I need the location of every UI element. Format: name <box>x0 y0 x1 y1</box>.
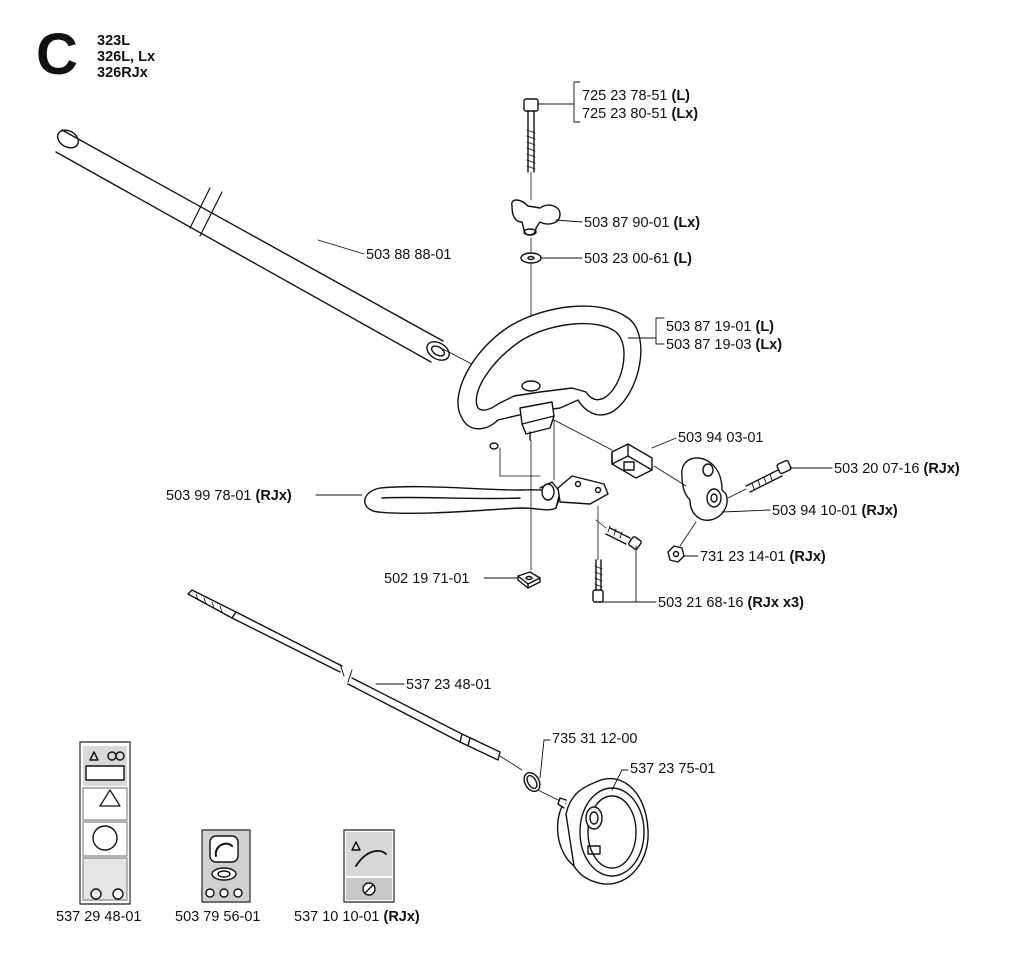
clamp-drawing <box>611 443 653 479</box>
clutch-drum-drawing <box>556 777 649 885</box>
label-clamp[interactable]: 503 94 03-01 <box>678 430 764 446</box>
bracket-right-drawing <box>653 457 728 521</box>
bolt-drawing <box>523 98 539 201</box>
label-square-nut[interactable]: 502 19 71-01 <box>384 571 470 587</box>
label-shaft-tube[interactable]: 503 88 88-01 <box>366 247 452 263</box>
label-o-ring[interactable]: 735 31 12-00 <box>552 731 638 747</box>
decal-medium-drawing <box>201 829 251 903</box>
label-loop-handle-l[interactable]: 503 87 19-01 (L) <box>666 319 775 335</box>
label-nut[interactable]: 731 23 14-01 (RJx) <box>700 549 826 565</box>
model-list: 323L 326L, Lx 326RJx <box>97 33 155 81</box>
loop-handle-drawing <box>457 305 642 451</box>
label-screw-right[interactable]: 503 20 07-16 (RJx) <box>834 461 960 477</box>
label-clutch-drum[interactable]: 537 23 75-01 <box>630 761 716 777</box>
label-decal-medium[interactable]: 503 79 56-01 <box>175 909 261 925</box>
model-item: 326L, Lx <box>97 49 156 65</box>
label-drive-shaft[interactable]: 537 23 48-01 <box>406 677 492 693</box>
model-item: 326RJx <box>97 65 148 81</box>
decal-small-drawing <box>343 829 395 903</box>
label-bolt-l[interactable]: 725 23 78-51 (L) <box>582 88 691 104</box>
label-bracket-right[interactable]: 503 94 10-01 (RJx) <box>772 503 898 519</box>
label-bolt-lx[interactable]: 725 23 80-51 (Lx) <box>582 106 699 122</box>
label-decal-small[interactable]: 537 10 10-01 (RJx) <box>294 909 420 925</box>
label-washer[interactable]: 503 23 00-61 (L) <box>584 251 693 267</box>
label-decal-large[interactable]: 537 29 48-01 <box>56 909 142 925</box>
bar-handle-drawing <box>364 419 609 515</box>
shaft-tube-drawing <box>55 129 511 385</box>
screw-right-drawing <box>727 459 792 499</box>
wing-knob-drawing <box>511 199 561 253</box>
section-letter: C <box>36 22 78 87</box>
decal-large-drawing <box>79 741 131 905</box>
drive-shaft-drawing <box>187 589 523 771</box>
leader-lines <box>315 81 833 791</box>
model-item: 323L <box>97 33 131 49</box>
square-nut-drawing <box>517 439 541 589</box>
label-loop-handle-lx[interactable]: 503 87 19-03 (Lx) <box>666 337 783 353</box>
label-wing-knob[interactable]: 503 87 90-01 (Lx) <box>584 215 701 231</box>
label-bar-handle[interactable]: 503 99 78-01 (RJx) <box>166 488 292 504</box>
label-screws-x3[interactable]: 503 21 68-16 (RJx x3) <box>658 595 804 611</box>
screw-vertical-drawing <box>592 505 604 603</box>
screw-diag-drawing <box>595 519 642 550</box>
